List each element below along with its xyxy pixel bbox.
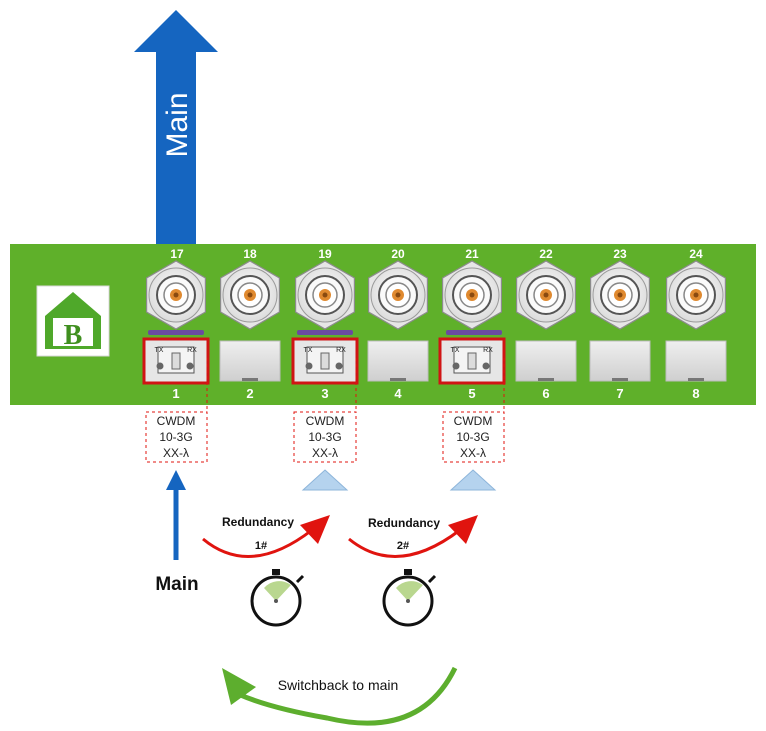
sfp-rx-label: RX xyxy=(187,347,197,354)
main-output-arrow: Main xyxy=(134,10,218,245)
bnc-connector-20 xyxy=(368,260,428,330)
module-3-line1: CWDM xyxy=(306,414,345,428)
bnc-connector-19 xyxy=(295,260,355,330)
sfp-number-4: 4 xyxy=(394,386,402,401)
module-box-5 xyxy=(442,411,505,463)
module-guides xyxy=(145,358,505,463)
bnc-number-23: 23 xyxy=(613,247,627,261)
bnc-number-20: 20 xyxy=(391,247,405,261)
bnc-number-22: 22 xyxy=(539,247,553,261)
bnc-connector-17 xyxy=(146,260,206,330)
module-3-line2: 10-3G xyxy=(308,430,341,444)
brand-logo-letter: B xyxy=(64,320,83,351)
sfp-port-1: TX RX xyxy=(142,337,210,385)
indicator-bar-3 xyxy=(297,330,353,335)
sfp-port-6 xyxy=(515,340,577,382)
sfp-port-8 xyxy=(665,340,727,382)
standby-triangle-5 xyxy=(449,469,497,491)
sfp-port-5: TX RX xyxy=(438,337,506,385)
sfp-number-8: 8 xyxy=(692,386,699,401)
bnc-connector-18 xyxy=(220,260,280,330)
sfp-number-3: 3 xyxy=(321,386,328,401)
module-5-line3: XX-λ xyxy=(460,446,486,460)
module-5-line2: 10-3G xyxy=(456,430,489,444)
module-box-3 xyxy=(293,411,357,463)
main-output-label: Main xyxy=(161,92,194,157)
bnc-number-17: 17 xyxy=(170,247,184,261)
main-input-arrow xyxy=(166,470,186,560)
module-1-line1: CWDM xyxy=(157,414,196,428)
module-5-line1: CWDM xyxy=(454,414,493,428)
module-1-line2: 10-3G xyxy=(159,430,192,444)
sfp-rx-label: RX xyxy=(483,347,493,354)
switchback-arrow xyxy=(222,666,458,726)
redundancy-2-title: Redundancy xyxy=(368,516,440,530)
module-box-1 xyxy=(145,411,208,463)
bnc-connector-23 xyxy=(589,260,651,330)
standby-triangle-3 xyxy=(301,469,349,491)
bnc-number-19: 19 xyxy=(318,247,332,261)
indicator-bar-5 xyxy=(446,330,502,335)
sfp-number-1: 1 xyxy=(172,386,179,401)
bnc-connector-22 xyxy=(515,260,577,330)
indicator-bar-1 xyxy=(148,330,204,335)
timer-2-icon xyxy=(382,569,437,627)
bnc-connector-24 xyxy=(665,260,727,330)
bnc-number-18: 18 xyxy=(243,247,257,261)
bnc-connectors xyxy=(146,260,727,330)
sfp-tx-label: TX xyxy=(304,347,313,354)
sfp-port-4 xyxy=(367,340,429,382)
sfp-number-6: 6 xyxy=(542,386,549,401)
sfp-ports: TX RX TX RX TX RX xyxy=(142,337,727,385)
bnc-connector-21 xyxy=(442,260,502,330)
switchback-label: Switchback to main xyxy=(278,677,399,693)
sfp-port-3: TX RX xyxy=(291,337,359,385)
sfp-tx-label: TX xyxy=(451,347,460,354)
active-indicators xyxy=(148,330,502,335)
sfp-number-7: 7 xyxy=(616,386,623,401)
sfp-number-5: 5 xyxy=(468,386,475,401)
timer-1-icon xyxy=(250,569,305,627)
redundancy-1-title: Redundancy xyxy=(222,515,294,529)
main-input-label: Main xyxy=(155,574,198,595)
module-3-line3: XX-λ xyxy=(312,446,338,460)
bnc-number-21: 21 xyxy=(465,247,479,261)
bnc-number-24: 24 xyxy=(689,247,703,261)
redundancy-1-number: 1# xyxy=(255,540,267,552)
redundancy-2-number: 2# xyxy=(397,540,409,552)
sfp-number-2: 2 xyxy=(246,386,253,401)
sfp-tx-label: TX xyxy=(155,347,164,354)
brand-logo: B xyxy=(36,285,110,357)
sfp-port-7 xyxy=(589,340,651,382)
module-1-line3: XX-λ xyxy=(163,446,189,460)
sfp-rx-label: RX xyxy=(336,347,346,354)
redundancy-2-arrow xyxy=(348,515,478,558)
sfp-port-2 xyxy=(219,340,281,382)
redundancy-1-arrow xyxy=(202,515,330,558)
